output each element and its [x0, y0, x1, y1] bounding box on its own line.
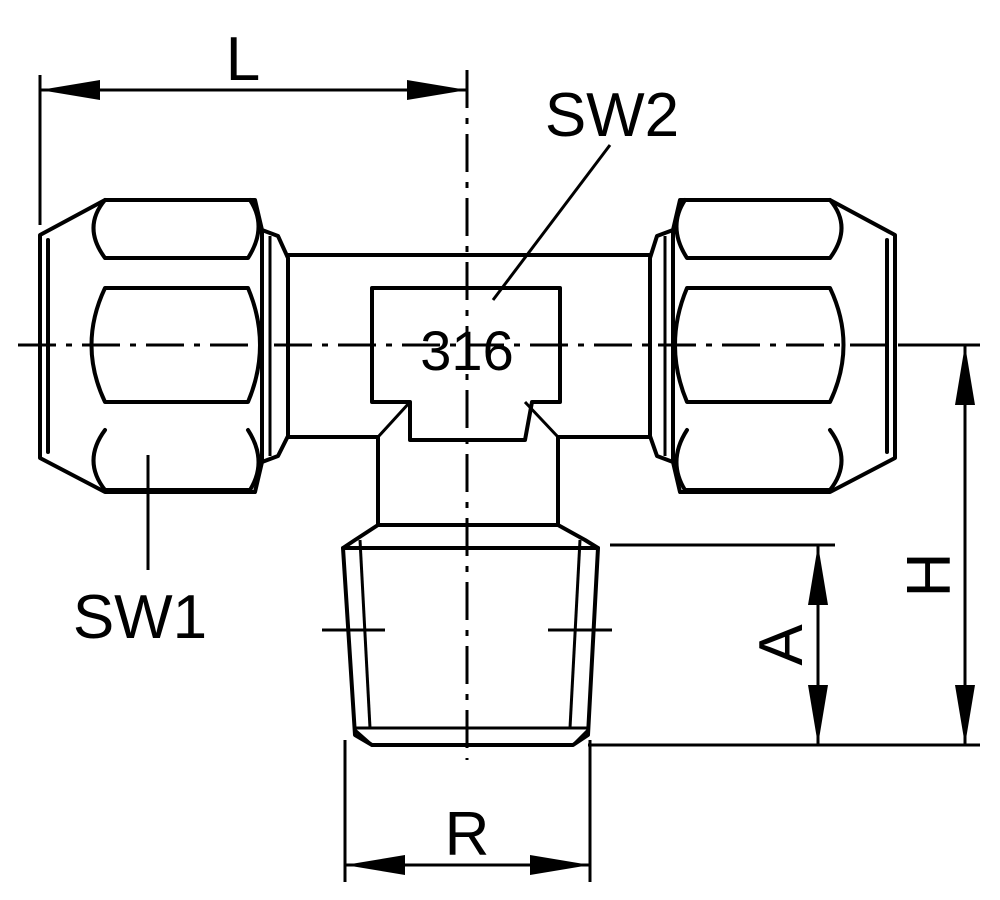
left-nut-collar — [260, 228, 290, 464]
dimension-A — [610, 543, 835, 745]
dimension-L — [38, 75, 467, 225]
dimension-L-label: L — [226, 25, 260, 94]
dimension-R — [343, 740, 592, 882]
threaded-branch — [341, 523, 600, 747]
material-marking: 316 — [420, 319, 513, 382]
dimension-R-label: R — [445, 800, 490, 869]
leader-SW2 — [491, 144, 612, 301]
label-SW1: SW1 — [73, 583, 207, 652]
dimension-H-label: H — [895, 553, 964, 598]
tee-body — [286, 253, 652, 527]
dimension-H — [588, 343, 980, 747]
body-hexagon — [370, 286, 562, 442]
label-SW2: SW2 — [545, 81, 679, 150]
dimension-A-label: A — [747, 624, 816, 666]
